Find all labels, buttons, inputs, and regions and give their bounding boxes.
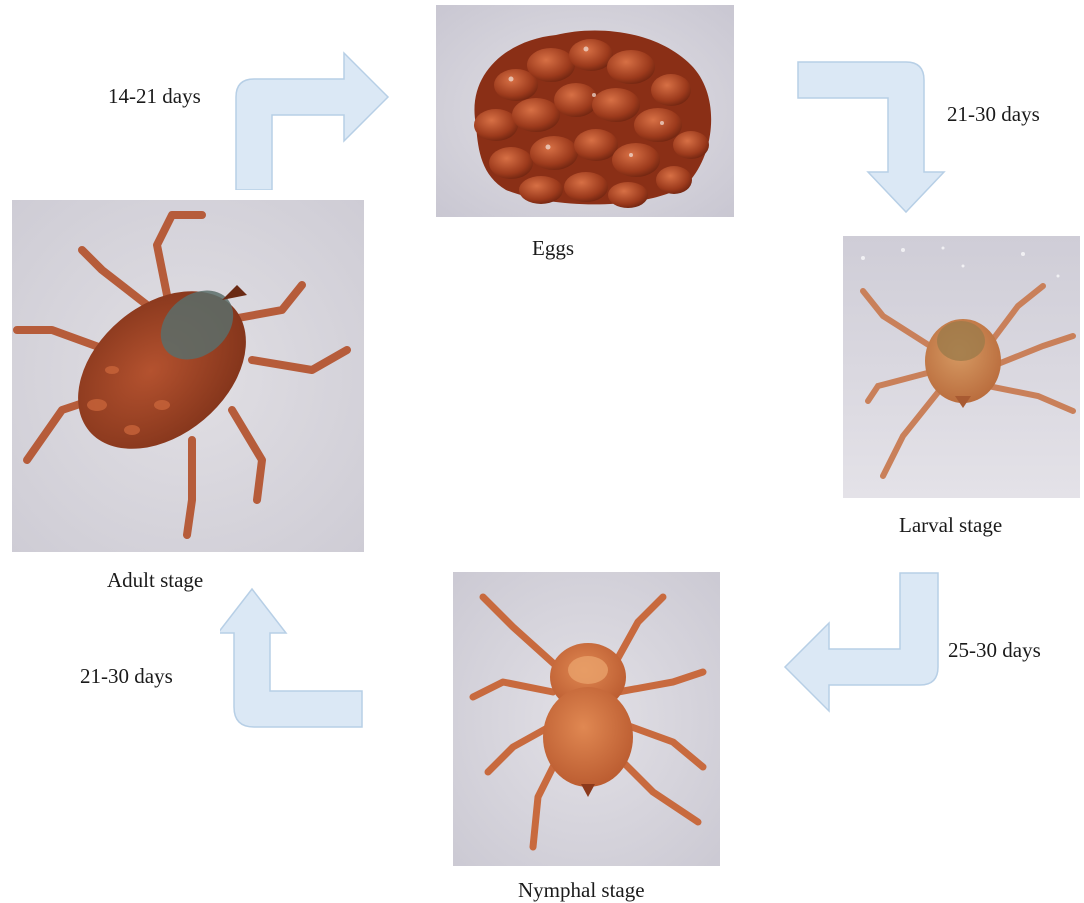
duration-nymphal-to-adult: 21-30 days	[80, 666, 173, 687]
arrow-eggs-to-larval	[796, 60, 946, 215]
duration-adult-to-eggs: 14-21 days	[108, 86, 201, 107]
eggs-label: Eggs	[532, 238, 574, 259]
adult-stage-label: Adult stage	[107, 570, 203, 591]
larval-stage-photo	[843, 236, 1080, 498]
eggs-photo	[436, 5, 734, 217]
arrow-larval-to-nymphal	[781, 571, 941, 716]
arrow-nymphal-to-adult	[220, 585, 364, 730]
nymphal-stage-label: Nymphal stage	[518, 880, 645, 901]
duration-larval-to-nymphal: 25-30 days	[948, 640, 1041, 661]
arrow-adult-to-eggs	[232, 45, 392, 190]
adult-stage-photo	[12, 200, 364, 552]
nymphal-stage-photo	[453, 572, 720, 866]
duration-eggs-to-larval: 21-30 days	[947, 104, 1040, 125]
larval-stage-label: Larval stage	[899, 515, 1002, 536]
